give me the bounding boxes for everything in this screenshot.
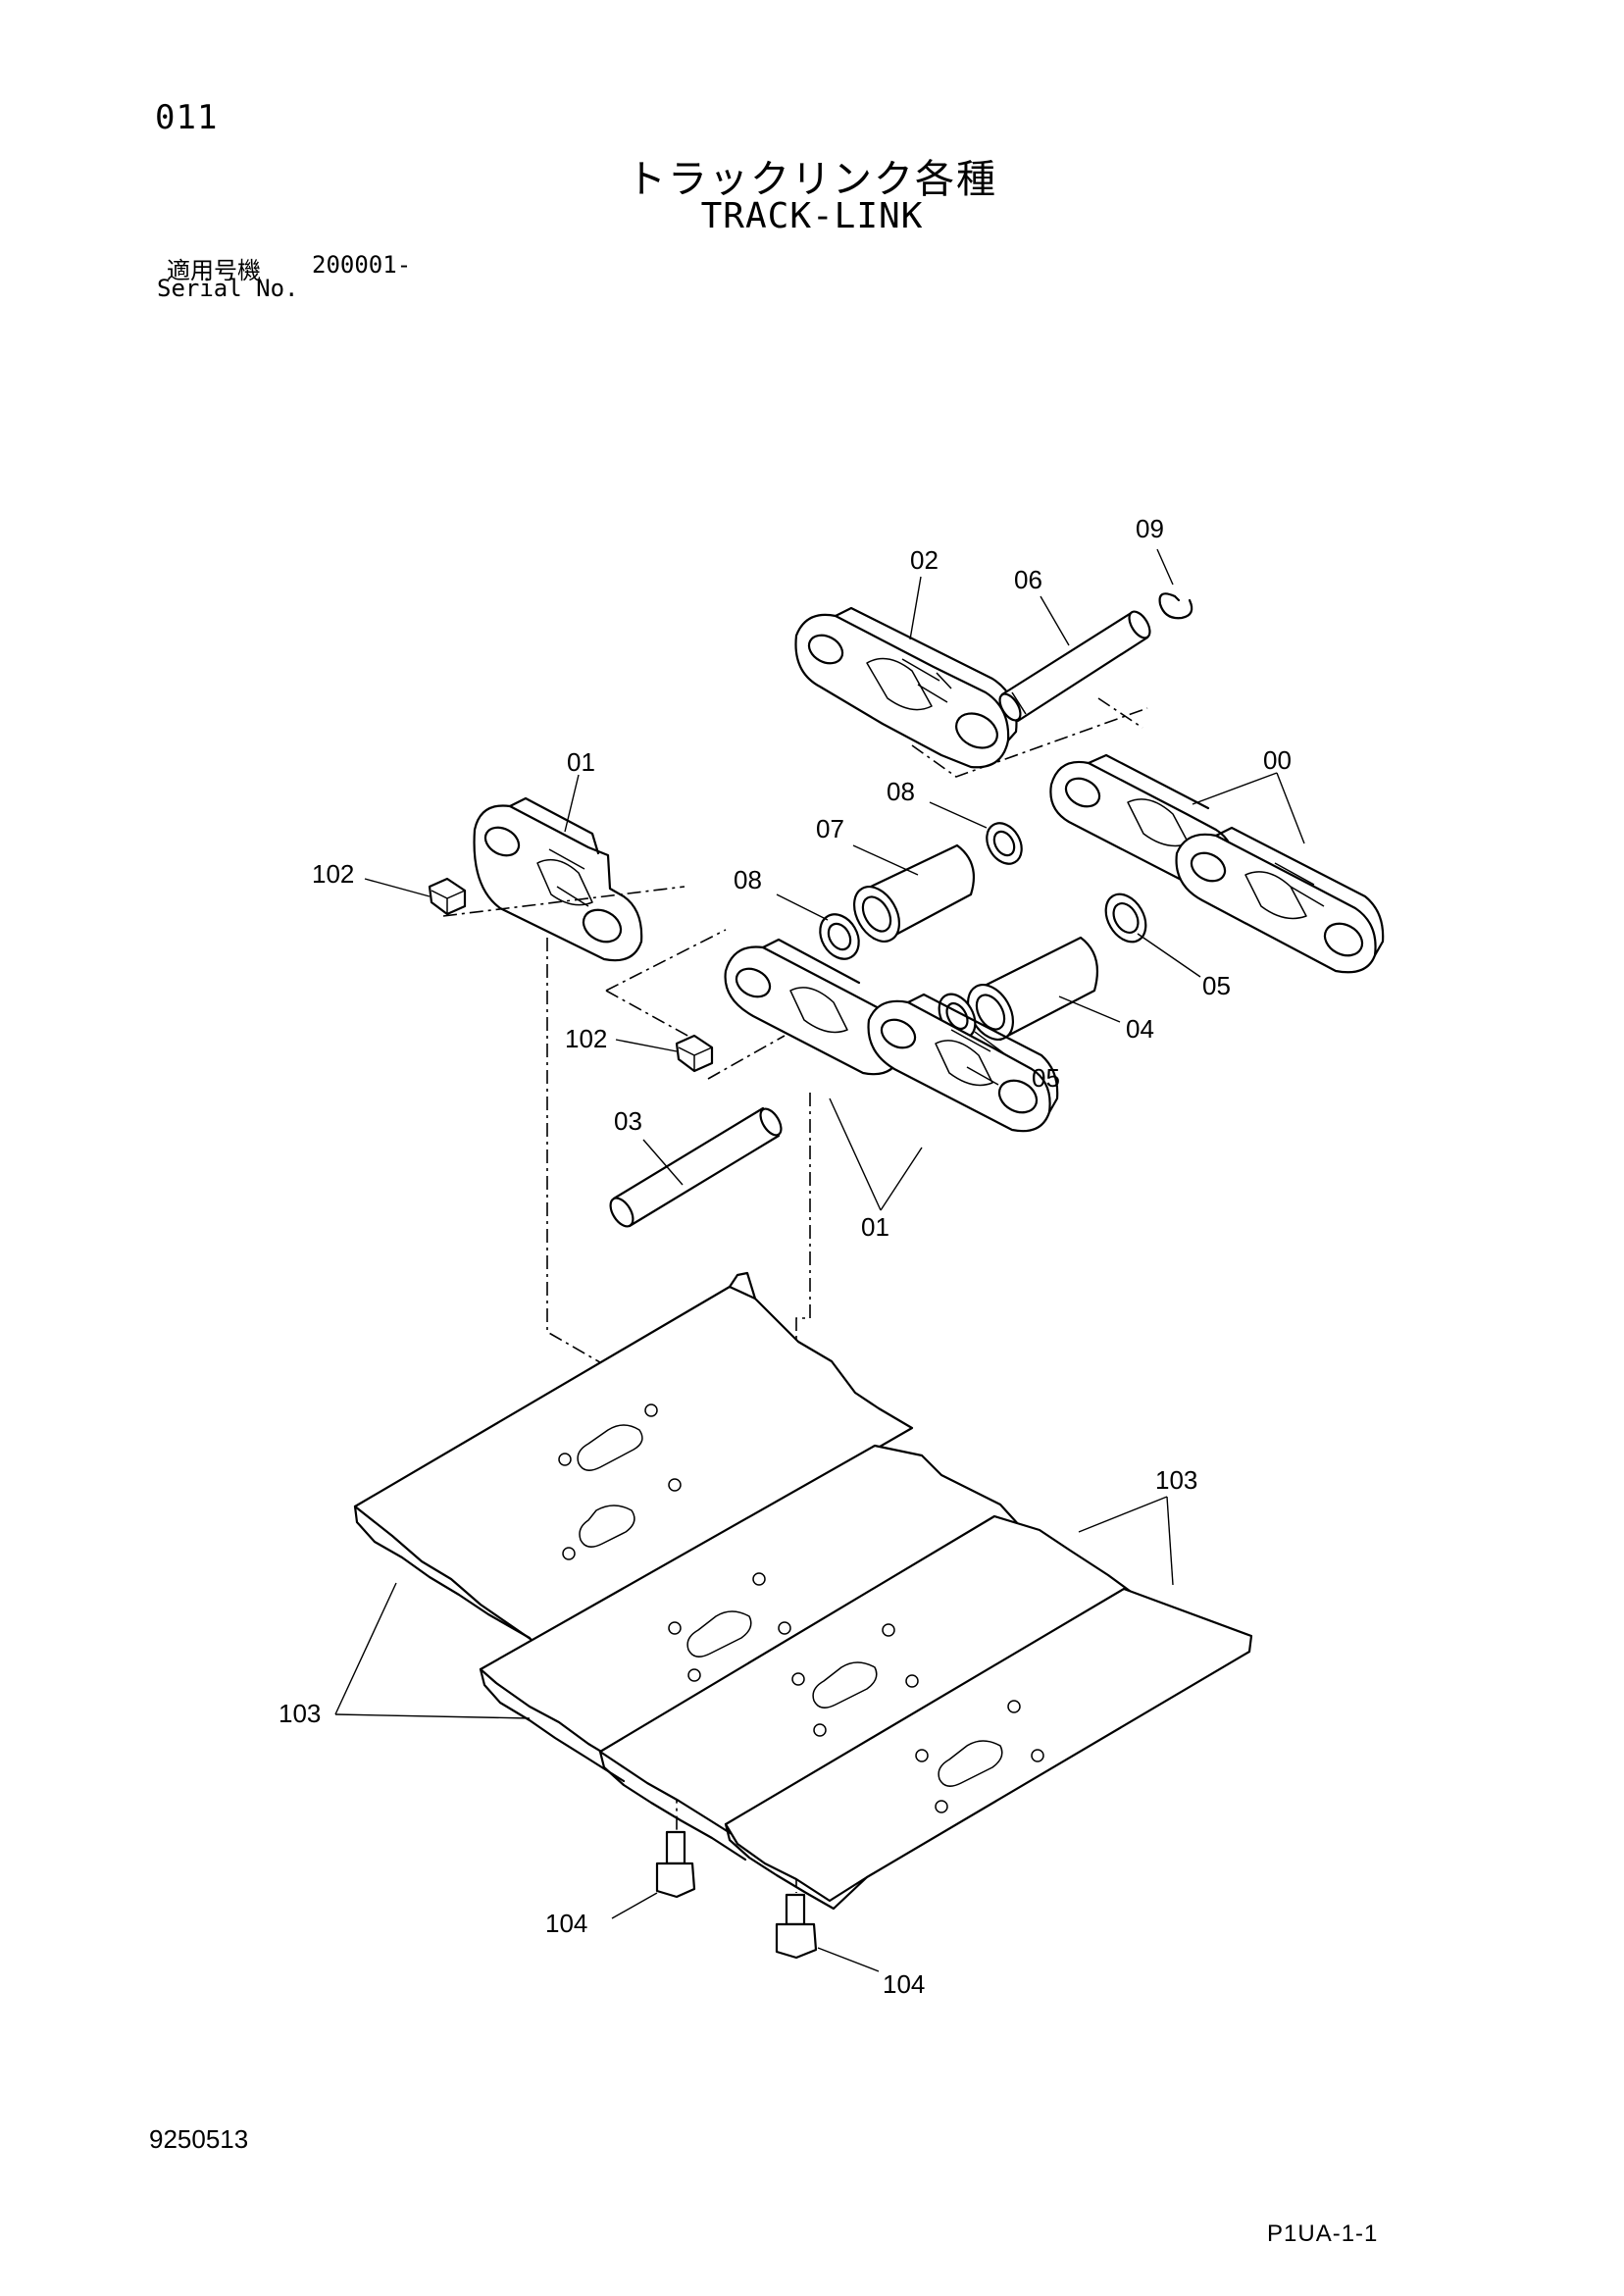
leader-line	[334, 1582, 397, 1715]
assembly-dashed-line	[605, 990, 699, 1043]
part-102-nut-lower	[615, 1034, 714, 1073]
part-01-link-pair	[724, 938, 1059, 1211]
callout-05-lower: 05	[1032, 1063, 1060, 1093]
assembly-dashed-line	[442, 886, 727, 992]
serial-label-english: Serial No.	[157, 275, 299, 302]
drawing-code: 9250513	[149, 2124, 249, 2154]
part-103-shoe-plate-back	[353, 1271, 914, 1646]
callout-104-left: 104	[545, 1909, 587, 1938]
leader-line	[334, 1713, 531, 1719]
callout-01-upper: 01	[567, 747, 595, 777]
part-103-shoe-plate-front	[724, 1587, 1253, 1911]
callout-103-right: 103	[1155, 1465, 1197, 1495]
callout-07: 07	[816, 814, 844, 843]
callout-08-lower: 08	[734, 865, 762, 894]
assembly-dashed-line	[707, 1035, 786, 1080]
callout-05-upper: 05	[1202, 971, 1231, 1000]
page-title-english: TRACK-LINK	[700, 196, 924, 236]
page-number: 011	[155, 98, 219, 137]
callout-01-lower: 01	[861, 1212, 889, 1242]
callout-09: 09	[1136, 514, 1164, 543]
part-02-link	[794, 576, 1018, 769]
callout-02: 02	[910, 545, 939, 575]
part-09-ring	[1156, 548, 1193, 620]
callout-04: 04	[1126, 1014, 1154, 1044]
part-00-link-assembly	[1049, 753, 1385, 974]
part-08-seal-upper	[929, 801, 1023, 865]
leader-line	[1166, 1496, 1174, 1586]
assembly-dashed-line	[1097, 697, 1143, 729]
callout-103-left: 103	[279, 1699, 321, 1728]
part-07-bushing	[852, 843, 975, 943]
page-code: P1UA-1-1	[1267, 2220, 1379, 2247]
part-06-pin	[998, 595, 1151, 723]
bolt-axis-line	[795, 1093, 811, 1893]
leader-line	[1078, 1496, 1168, 1533]
part-04-bushing	[966, 936, 1121, 1042]
callout-102-lower: 102	[565, 1024, 607, 1053]
part-01-link-left	[473, 774, 643, 962]
part-08-seal-lower	[776, 893, 860, 960]
part-03-pin	[609, 1106, 783, 1228]
callout-06: 06	[1014, 565, 1042, 594]
page-title-japanese: トラックリンク各種	[627, 157, 997, 202]
part-05-seal-upper	[1104, 893, 1201, 978]
callout-08-upper: 08	[887, 777, 915, 806]
assembly-dashed-line	[911, 707, 1148, 778]
part-104-bolt-left	[611, 1830, 696, 1919]
callout-00: 00	[1263, 745, 1292, 775]
callout-104-right: 104	[883, 1969, 925, 1999]
callout-102-upper: 102	[312, 859, 354, 889]
part-104-bolt-right	[775, 1893, 880, 1972]
callout-03: 03	[614, 1106, 642, 1136]
serial-number-value: 200001-	[312, 251, 412, 279]
serial-label-japanese: 適用号機	[167, 257, 261, 284]
part-102-nut-upper	[364, 877, 467, 916]
